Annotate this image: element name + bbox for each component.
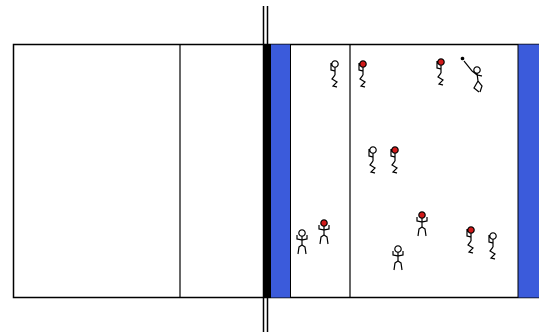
player-figure-icon: [358, 60, 367, 88]
back-zone-stripe: [518, 44, 539, 298]
player-figure-icon: [392, 245, 404, 271]
player-head: [320, 219, 328, 227]
player-figure-icon: [436, 58, 445, 86]
player-head: [489, 232, 497, 240]
player-head: [331, 60, 339, 68]
player-head: [437, 58, 445, 66]
player-head: [467, 226, 475, 234]
players-layer: [296, 58, 497, 271]
player-figure-icon: [296, 229, 308, 255]
player-head: [473, 66, 481, 74]
front-zone-stripe: [271, 44, 290, 298]
player-figure-icon: [330, 60, 339, 88]
player-figure-icon: [390, 146, 399, 174]
player-figure-icon: [466, 226, 475, 254]
player-head: [298, 229, 306, 237]
player-head: [359, 60, 367, 68]
player-head: [369, 146, 377, 154]
player-figure-icon: [368, 146, 377, 174]
player-head: [394, 245, 402, 253]
volleyball-icon: [460, 56, 465, 61]
player-figure-icon: [318, 219, 330, 245]
player-figure-icon: [463, 60, 483, 93]
player-head: [391, 146, 399, 154]
player-figure-icon: [416, 211, 428, 237]
player-figure-icon: [488, 232, 497, 260]
player-head: [418, 211, 426, 219]
net-band: [264, 44, 271, 298]
